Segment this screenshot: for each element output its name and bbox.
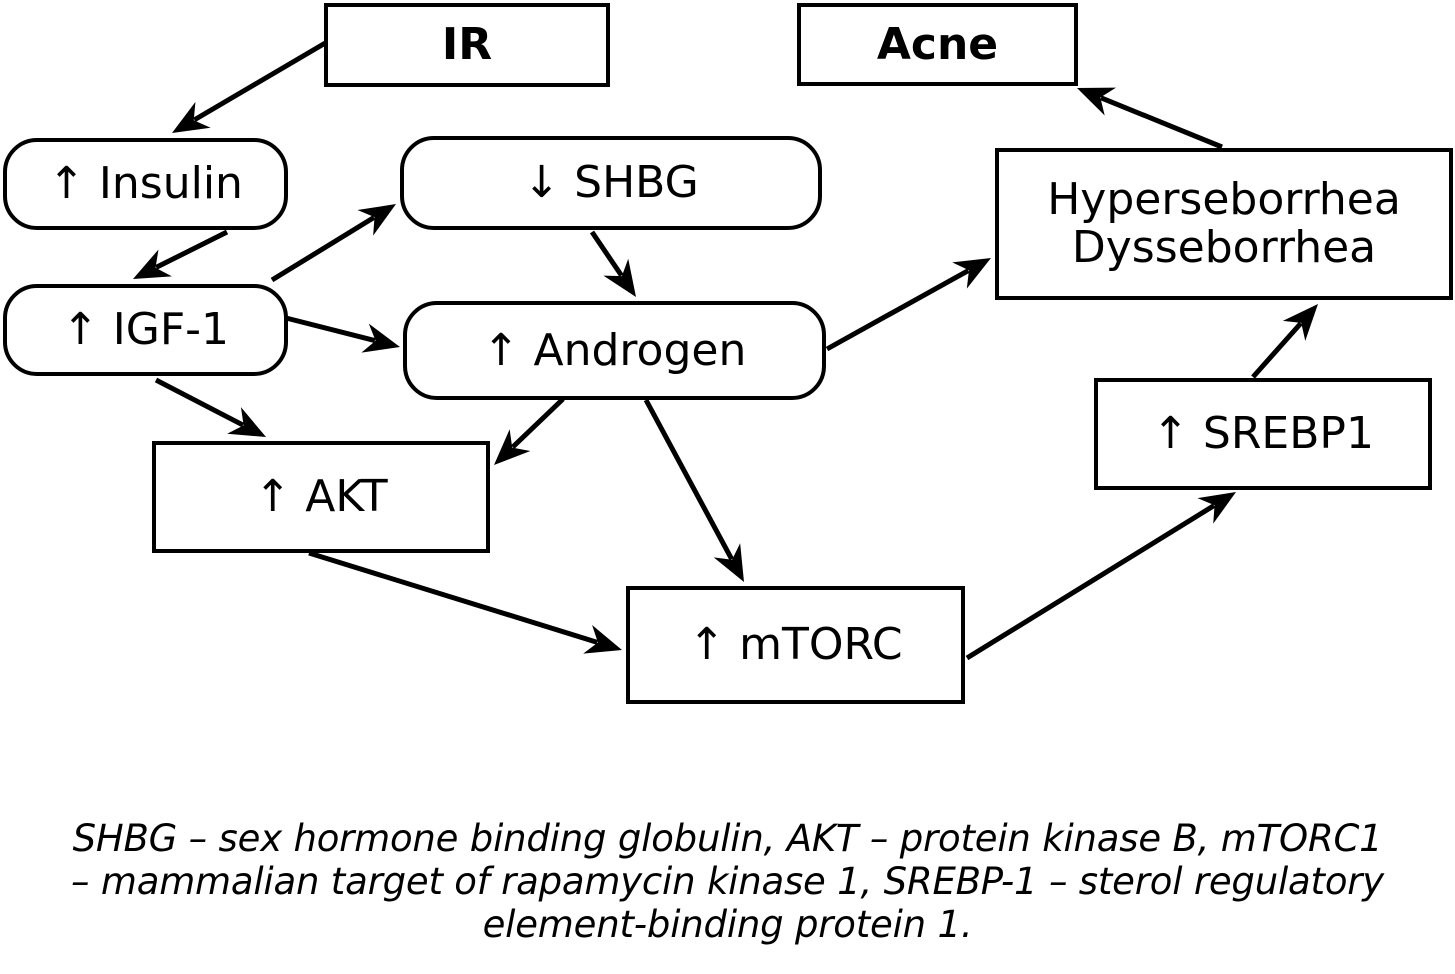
node-insulin[interactable]: ↑ Insulin bbox=[3, 138, 288, 230]
node-mtorc[interactable]: ↑ mTORC bbox=[626, 586, 965, 704]
edge-insulin-to-igf1 bbox=[133, 229, 229, 279]
edge-akt-to-mtorc bbox=[308, 550, 622, 654]
node-akt[interactable]: ↑ AKT bbox=[152, 441, 490, 553]
node-androgen[interactable]: ↑ Androgen bbox=[403, 301, 826, 400]
caption-line-1: SHBG – sex hormone binding globulin, AKT… bbox=[72, 817, 1383, 860]
caption-line-3: element-binding protein 1. bbox=[482, 902, 973, 946]
edge-igf1-to-akt bbox=[154, 377, 266, 437]
node-acne[interactable]: Acne bbox=[797, 3, 1078, 86]
edge-androgen-to-mtorc bbox=[643, 398, 744, 582]
caption-line-2: – mammalian target of rapamycin kinase 1… bbox=[71, 859, 1384, 903]
figure-caption: SHBG – sex hormone binding globulin, AKT… bbox=[0, 817, 1455, 947]
node-srebp1[interactable]: ↑ SREBP1 bbox=[1094, 378, 1432, 490]
edge-igf1-to-androgen bbox=[285, 315, 400, 353]
edge-srebp1-to-hyperseborrhea bbox=[1251, 304, 1318, 379]
edge-hyperseborrhea-to-acne bbox=[1077, 87, 1223, 150]
edge-androgen-to-akt bbox=[494, 397, 565, 465]
edge-igf1-to-shbg bbox=[270, 204, 396, 283]
node-igf1[interactable]: ↑ IGF-1 bbox=[3, 284, 288, 376]
edge-ir-to-insulin bbox=[172, 39, 329, 133]
node-shbg[interactable]: ↓ SHBG bbox=[400, 136, 822, 230]
edge-mtorc-to-srebp1 bbox=[965, 492, 1236, 661]
edge-androgen-to-hyperseborrhea bbox=[825, 258, 991, 352]
edge-shbg-to-androgen bbox=[589, 230, 636, 297]
node-ir[interactable]: IR bbox=[324, 3, 610, 87]
node-hyperseborrhea[interactable]: Hyperseborrhea Dysseborrhea bbox=[995, 148, 1453, 300]
